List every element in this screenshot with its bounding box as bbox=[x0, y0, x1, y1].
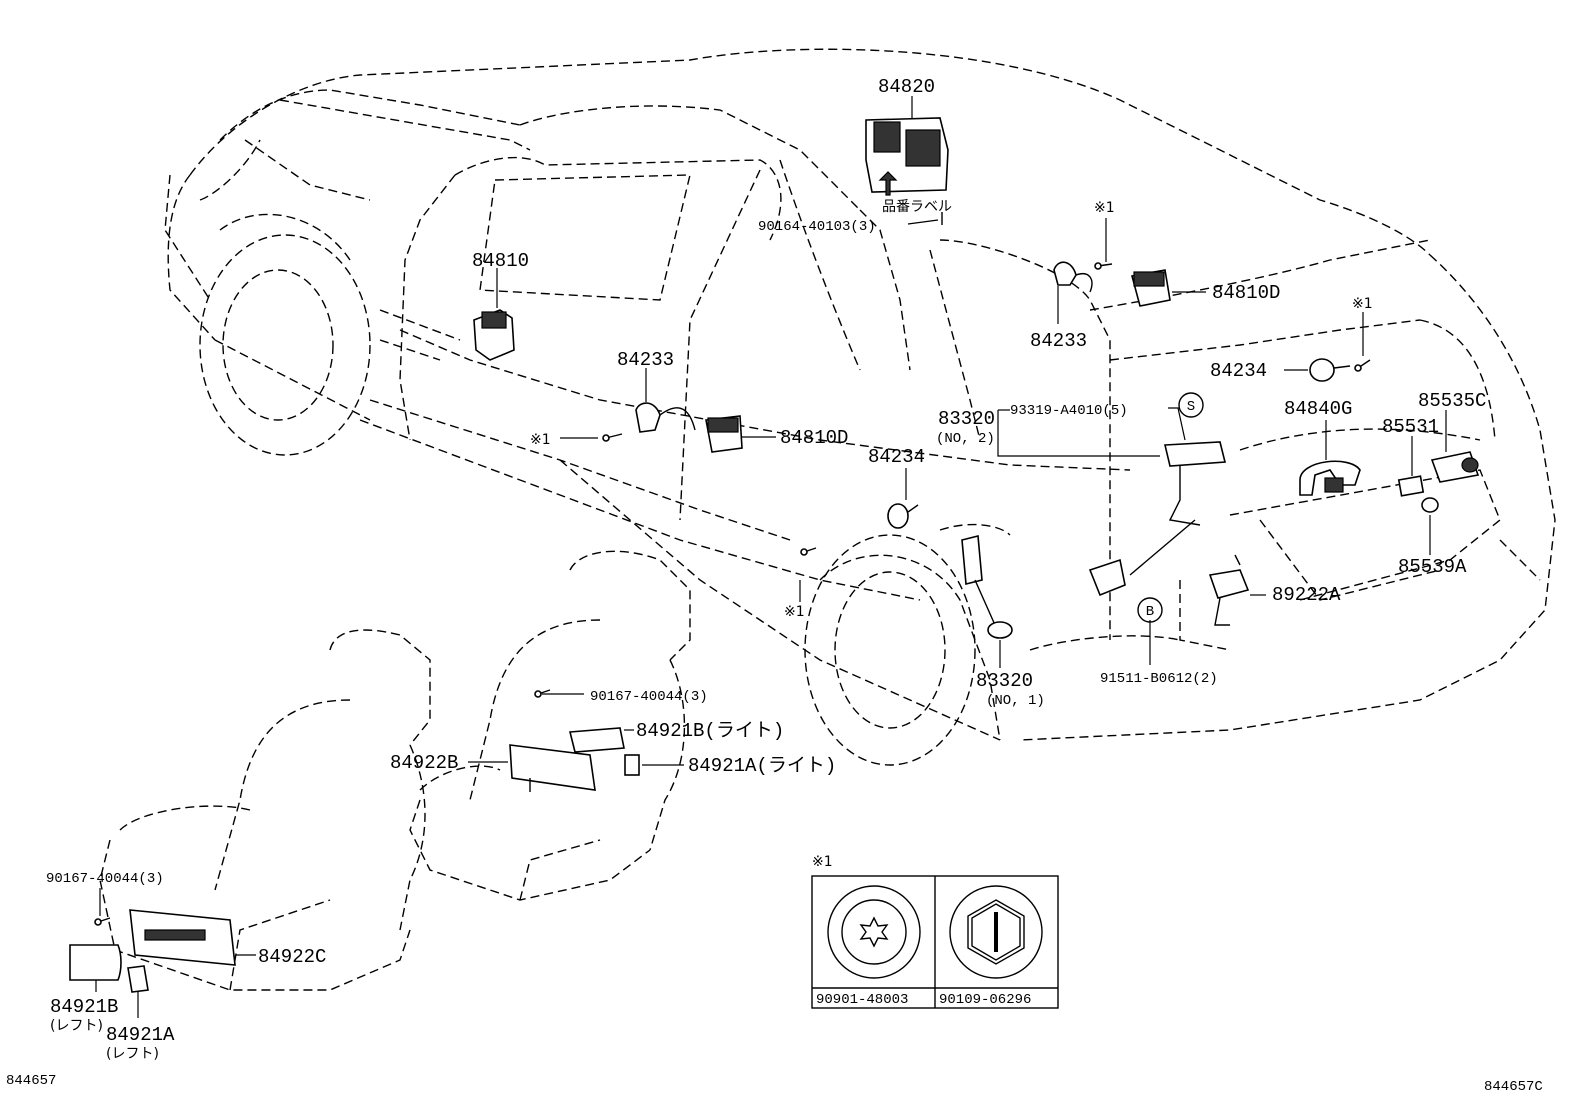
label-84922C: 84922C bbox=[258, 946, 326, 968]
part-84234-left bbox=[887, 503, 919, 529]
label-90167-upper: 90167-40044(3) bbox=[590, 689, 708, 705]
label-84234-right: 84234 bbox=[1210, 360, 1267, 382]
label-83320-no2: 83320 bbox=[938, 408, 995, 430]
label-85539A: 85539A bbox=[1398, 556, 1467, 578]
circle-s-text: S bbox=[1187, 399, 1195, 415]
label-84921A-left: 84921A bbox=[106, 1024, 175, 1046]
part-83320-no2-gauge bbox=[1088, 441, 1227, 597]
label-84810D-left: 84810D bbox=[780, 427, 848, 449]
label-84810: 84810 bbox=[472, 250, 529, 272]
label-mark1-a: ※1 bbox=[1094, 200, 1115, 216]
part-85535C-unit bbox=[1430, 451, 1480, 483]
vehicle-outline bbox=[164, 48, 1556, 766]
label-84922B: 84922B bbox=[390, 752, 458, 774]
circle-b-marker: B bbox=[1137, 597, 1163, 623]
footer-left: 844657 bbox=[6, 1073, 56, 1089]
part-83320-no1-gauge bbox=[961, 534, 1013, 639]
circle-s-marker: S bbox=[1178, 392, 1204, 418]
hex-screw-icon bbox=[949, 885, 1043, 979]
part-84233-right bbox=[1053, 261, 1093, 293]
part-84233-left bbox=[635, 402, 696, 433]
legend-item2: 90109-06296 bbox=[939, 992, 1031, 1008]
label-90167-lower: 90167-40044(3) bbox=[46, 871, 164, 887]
label-no2: (NO, 2) bbox=[936, 431, 995, 447]
part-84810D-switch-left bbox=[705, 415, 743, 453]
part-84234-right bbox=[1309, 358, 1351, 382]
legend-title: ※1 bbox=[812, 854, 833, 870]
seats-outline bbox=[99, 550, 691, 991]
label-84810D-right: 84810D bbox=[1212, 282, 1280, 304]
label-93319: 93319-A4010(5) bbox=[1010, 403, 1128, 419]
label-mark1-d: ※1 bbox=[784, 604, 805, 620]
footer-right: 844657C bbox=[1484, 1079, 1543, 1095]
label-84820: 84820 bbox=[878, 76, 935, 98]
part-85531-unit bbox=[1397, 475, 1425, 497]
part-84922B-bracket bbox=[509, 727, 640, 792]
part-84922C-bracket bbox=[69, 909, 236, 993]
legend-item1: 90901-48003 bbox=[816, 992, 908, 1008]
part-84820-switch bbox=[865, 117, 949, 225]
label-mark1-b: ※1 bbox=[1352, 296, 1373, 312]
screws bbox=[94, 262, 1371, 926]
label-left-b: (レフト) bbox=[50, 1018, 103, 1034]
part-84810-switch bbox=[473, 309, 515, 361]
label-84233-left: 84233 bbox=[617, 349, 674, 371]
label-83320-no1: 83320 bbox=[976, 670, 1033, 692]
label-91511: 91511-B0612(2) bbox=[1100, 671, 1218, 687]
torx-screw-icon bbox=[827, 885, 921, 979]
label-85531: 85531 bbox=[1382, 416, 1439, 438]
label-84233-right: 84233 bbox=[1030, 330, 1087, 352]
label-84234-left: 84234 bbox=[868, 446, 925, 468]
label-85535C: 85535C bbox=[1418, 390, 1486, 412]
label-89222A: 89222A bbox=[1272, 584, 1341, 606]
label-84840G: 84840G bbox=[1284, 398, 1352, 420]
label-left-a: (レフト) bbox=[106, 1046, 159, 1062]
part-labels: 84820 品番ラベル 90164-40103(3) 84810 84233 8… bbox=[6, 76, 1543, 1095]
label-84921B-left: 84921B bbox=[50, 996, 118, 1018]
legend-box: ※1 90901-48003 90109-06296 bbox=[811, 854, 1059, 1009]
circle-b-text: B bbox=[1146, 604, 1154, 620]
label-84921B-right: 84921B(ライト) bbox=[636, 720, 784, 742]
part-85539A-plug bbox=[1421, 497, 1439, 513]
part-84840G-switch bbox=[1299, 460, 1361, 496]
label-90164: 90164-40103(3) bbox=[758, 219, 876, 235]
label-hinban: 品番ラベル bbox=[882, 199, 952, 215]
label-mark1-c: ※1 bbox=[530, 432, 551, 448]
label-84921A-right: 84921A(ライト) bbox=[688, 755, 836, 777]
leader-lines bbox=[95, 96, 1447, 1018]
label-no1: (NO, 1) bbox=[986, 693, 1045, 709]
part-89222A-unit bbox=[1208, 554, 1250, 626]
part-84810D-switch-right bbox=[1131, 269, 1171, 307]
